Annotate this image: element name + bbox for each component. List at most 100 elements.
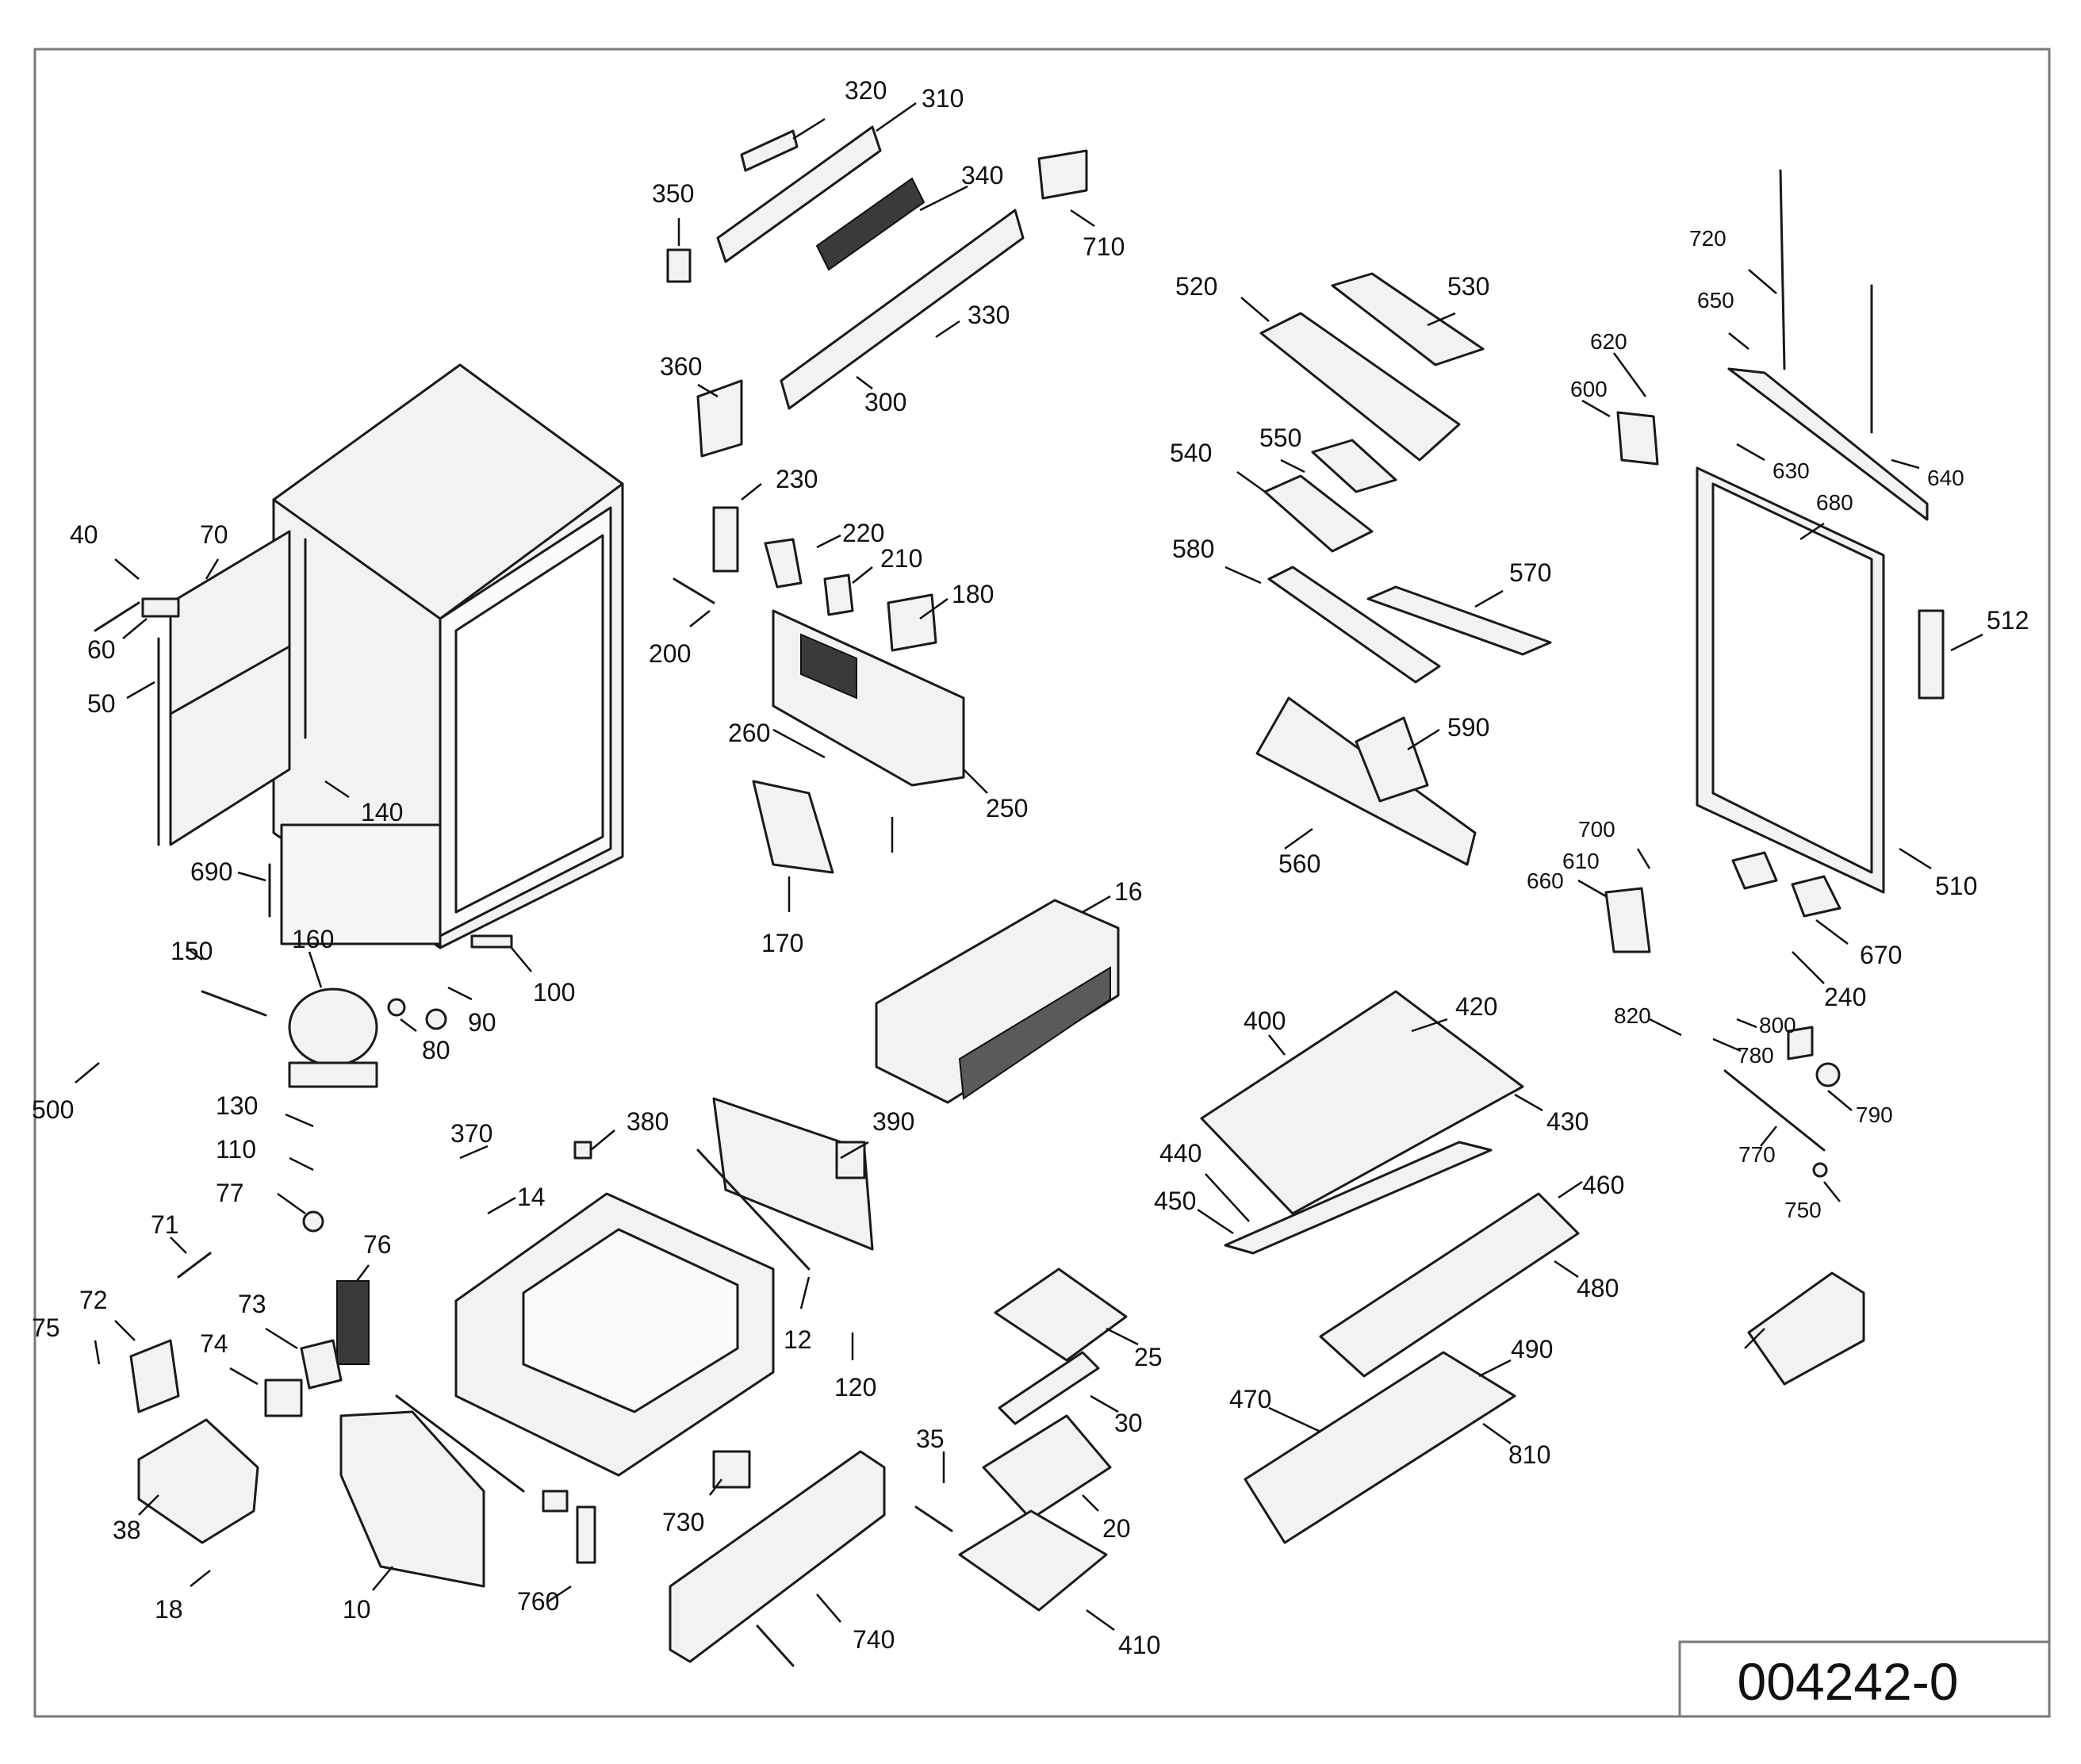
callout-label: 70 xyxy=(200,520,228,549)
callout-label: 730 xyxy=(662,1508,704,1536)
callout-label: 12 xyxy=(784,1325,812,1354)
callout-label: 300 xyxy=(864,388,906,416)
callout-label: 550 xyxy=(1259,424,1301,452)
callout-label: 820 xyxy=(1614,1003,1651,1028)
callout-label: 90 xyxy=(468,1008,496,1037)
callout-label: 110 xyxy=(216,1135,256,1164)
callout-label: 620 xyxy=(1590,329,1627,354)
callout-label: 220 xyxy=(842,519,884,547)
callout-label: 690 xyxy=(190,857,232,886)
callout-label: 240 xyxy=(1824,983,1866,1011)
callout-label: 80 xyxy=(422,1036,450,1064)
fan-housing xyxy=(712,506,965,874)
callout-label: 410 xyxy=(1118,1631,1160,1659)
callout-label: 250 xyxy=(986,794,1028,823)
base-assembly xyxy=(339,1097,874,1588)
callout-label: 73 xyxy=(238,1290,266,1318)
callout-label: 50 xyxy=(87,689,116,718)
back-panel xyxy=(157,530,307,846)
callout-label: 770 xyxy=(1738,1142,1776,1167)
callout-label: 71 xyxy=(151,1210,179,1239)
callout-label: 460 xyxy=(1582,1171,1624,1199)
callout-label: 520 xyxy=(1175,272,1217,301)
callout-label: 77 xyxy=(216,1179,244,1207)
callout-label: 320 xyxy=(845,76,887,105)
callout-label: 74 xyxy=(200,1329,228,1358)
callout-label: 390 xyxy=(872,1107,914,1136)
callout-label: 590 xyxy=(1447,713,1489,742)
callout-label: 16 xyxy=(1114,877,1143,906)
callout-label: 430 xyxy=(1546,1107,1589,1136)
drawer-500 xyxy=(875,899,1120,1104)
callout-label: 180 xyxy=(952,580,994,608)
callout-label: 200 xyxy=(649,639,691,668)
callout-label: 530 xyxy=(1447,272,1489,301)
callout-label: 25 xyxy=(1134,1343,1163,1371)
control-module xyxy=(666,125,1088,458)
callout-label: 760 xyxy=(517,1587,559,1616)
glass-shelves xyxy=(1200,990,1580,1544)
callout-label: 40 xyxy=(70,520,98,549)
callout-label: 160 xyxy=(292,925,334,953)
callout-label: 210 xyxy=(880,544,922,573)
lower-drawers xyxy=(669,1267,1128,1663)
callout-label: 140 xyxy=(361,798,403,826)
callout-label: 340 xyxy=(961,161,1003,190)
callout-labels: 320 310 350 340 710 330 360 300 520 530 … xyxy=(32,76,2029,1659)
callout-label: 610 xyxy=(1562,849,1600,873)
callout-label: 780 xyxy=(1737,1043,1774,1068)
callout-label: 170 xyxy=(761,929,803,957)
diagram-frame xyxy=(33,48,2051,1718)
callout-label: 480 xyxy=(1577,1274,1619,1302)
cabinet-body xyxy=(272,363,624,949)
callout-label: 310 xyxy=(922,84,964,113)
callout-label: 330 xyxy=(968,301,1010,329)
callout-label: 100 xyxy=(533,978,575,1007)
callout-label: 740 xyxy=(853,1625,895,1654)
callout-label: 440 xyxy=(1159,1139,1201,1168)
callout-label: 380 xyxy=(627,1107,669,1136)
document-number: 004242-0 xyxy=(1738,1652,1959,1711)
callout-label: 230 xyxy=(776,465,818,493)
callout-label: 512 xyxy=(1987,606,2029,635)
callout-label: 30 xyxy=(1114,1409,1143,1437)
callout-label: 640 xyxy=(1927,466,1964,490)
callout-label: 790 xyxy=(1856,1102,1893,1127)
callout-label: 18 xyxy=(155,1595,183,1624)
callout-label: 450 xyxy=(1154,1187,1196,1215)
callout-label: 370 xyxy=(450,1119,492,1148)
callout-label: 120 xyxy=(834,1373,876,1402)
document-number-box: 004242-0 xyxy=(1678,1640,2051,1718)
callout-label: 670 xyxy=(1860,941,1902,969)
callout-label: 800 xyxy=(1759,1013,1796,1037)
callout-label: 630 xyxy=(1772,458,1810,483)
callout-label: 540 xyxy=(1170,439,1212,467)
callout-label: 360 xyxy=(660,352,702,381)
compressor xyxy=(288,987,378,1088)
callout-label: 76 xyxy=(363,1230,392,1259)
callout-label: 490 xyxy=(1511,1335,1553,1363)
door-assembly xyxy=(1604,169,1945,1386)
callout-label: 260 xyxy=(728,719,770,747)
callout-label: 810 xyxy=(1508,1440,1550,1469)
callout-label: 600 xyxy=(1570,377,1608,401)
callout-label: 75 xyxy=(32,1313,60,1342)
door-shelves xyxy=(1255,272,1552,866)
small-hardware xyxy=(94,577,1841,1667)
callout-label: 20 xyxy=(1102,1514,1131,1543)
callout-label: 750 xyxy=(1784,1198,1822,1222)
fan-motor-parts xyxy=(129,1280,370,1544)
callout-label: 35 xyxy=(916,1425,945,1453)
callout-label: 510 xyxy=(1935,872,1977,900)
callout-label: 14 xyxy=(517,1183,546,1211)
callout-label: 720 xyxy=(1689,226,1727,251)
callout-label: 580 xyxy=(1172,535,1214,563)
callout-label: 130 xyxy=(216,1091,258,1120)
callout-label: 400 xyxy=(1244,1007,1286,1035)
callout-label: 650 xyxy=(1697,288,1734,313)
callout-label: 420 xyxy=(1455,992,1497,1021)
callout-label: 60 xyxy=(87,635,116,664)
callout-label: 560 xyxy=(1278,849,1320,878)
callout-label: 710 xyxy=(1083,232,1125,261)
